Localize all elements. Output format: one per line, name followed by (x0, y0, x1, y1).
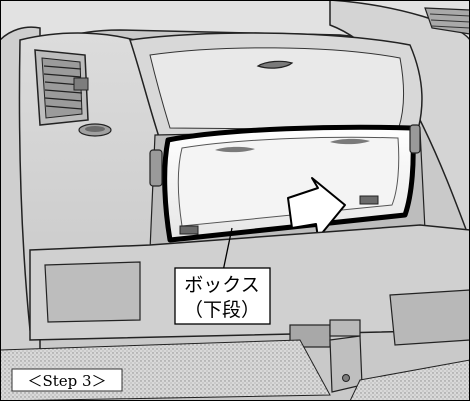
upper-handle (256, 60, 294, 69)
left-clip (149, 149, 163, 187)
pull-arrow-icon (287, 177, 346, 239)
air-vent (34, 49, 89, 126)
lower-right-shelf (389, 289, 470, 346)
step-label-box (11, 368, 123, 392)
floor-bracket (289, 319, 363, 393)
step-label: ＜Step 3＞ (27, 372, 106, 390)
callout-line2: （下段） (184, 299, 260, 321)
lower-cubby (44, 261, 141, 323)
glovebox-upper-lid (149, 47, 405, 131)
callout-box (174, 267, 271, 325)
callout-line1: ボックス (184, 274, 259, 296)
right-clip (409, 124, 421, 154)
